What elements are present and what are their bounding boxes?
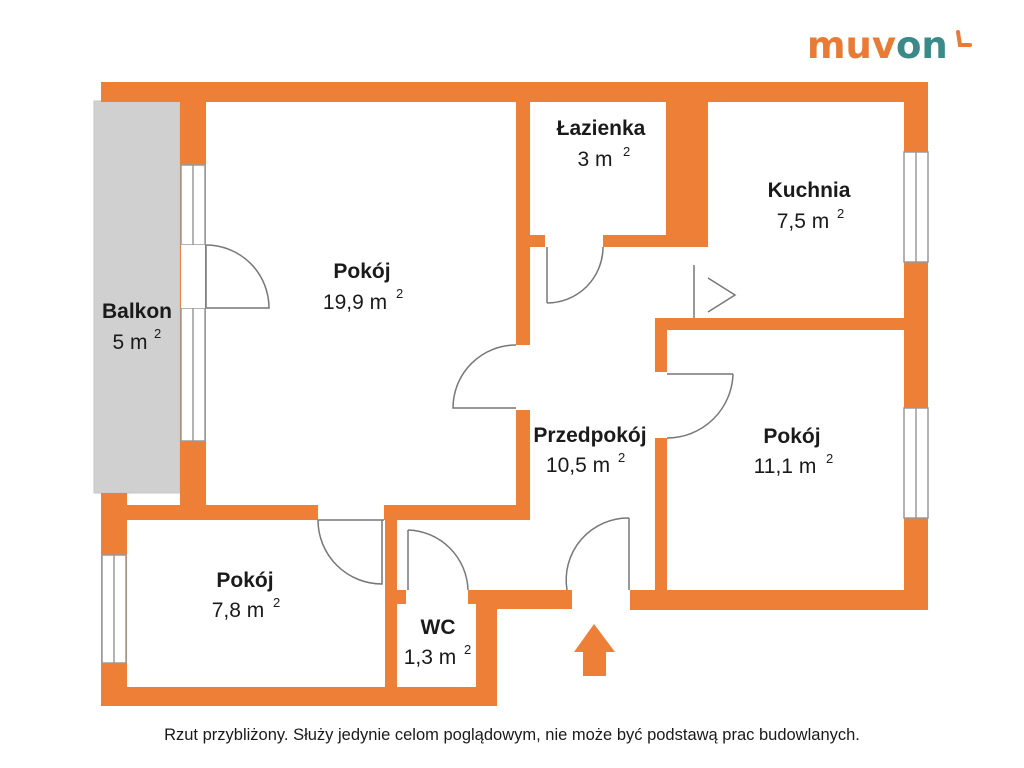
room-area: 1,3 m [404, 646, 457, 669]
logo-accent-icon [956, 30, 972, 47]
door-lazienka [545, 235, 604, 304]
wall-entry-left [476, 590, 572, 609]
room-name: WC [421, 616, 456, 639]
room-name: Pokój [216, 569, 273, 592]
room-name: Przedpokój [533, 424, 646, 447]
door-balcony [181, 244, 270, 309]
window-pokoj-large-top [180, 164, 206, 246]
disclaimer-text: Rzut przybliżony. Służy jedynie celom po… [164, 726, 860, 744]
room-area: 7,8 m [212, 599, 265, 622]
logo-wordmark: muvon [807, 24, 948, 67]
wall-top [101, 82, 927, 102]
wall-room-right-left [655, 318, 667, 610]
muvon-logo: muvon [807, 24, 972, 67]
room-area-sup: 2 [154, 326, 161, 341]
door-pokoj-small [317, 505, 384, 585]
room-area: 5 m [112, 331, 147, 354]
room-kuchnia-floor [708, 102, 904, 318]
room-pokoj-small-floor [127, 520, 385, 687]
room-label-pokoj-small: Pokój 7,8 m 2 [212, 569, 281, 622]
room-area-sup: 2 [837, 206, 844, 221]
room-lazienka-floor [530, 102, 666, 235]
room-area-sup: 2 [623, 144, 630, 159]
room-area: 11,1 m [754, 455, 817, 478]
wall-bottom-left [101, 687, 497, 706]
room-area: 7,5 m [777, 210, 830, 233]
arrow-up-icon [574, 624, 615, 676]
wall-room-bottom [101, 505, 528, 520]
room-area-sup: 2 [396, 286, 403, 301]
wall-room-right [516, 82, 530, 520]
room-area: 19,9 m [323, 291, 387, 314]
windows [101, 151, 929, 664]
room-label-balkon: Balkon 5 m 2 [102, 300, 172, 354]
room-interiors [127, 102, 904, 687]
window-pokoj-small [101, 554, 127, 664]
room-label-kuchnia: Kuchnia 7,5 m 2 [768, 179, 851, 233]
door-pokoj-large [452, 344, 530, 410]
entrance-opening [572, 590, 630, 610]
wall-bottom-right [630, 590, 928, 610]
wall-bath-bottom [516, 235, 708, 247]
window-pokoj-large-bottom [180, 307, 206, 442]
room-area: 10,5 m [546, 454, 610, 477]
room-label-lazienka: Łazienka 3 m 2 [557, 117, 646, 171]
door-kuchnia [693, 247, 737, 318]
room-name: Kuchnia [768, 179, 851, 202]
doors [181, 235, 737, 604]
balcony-area [93, 100, 181, 494]
wall-corner [896, 82, 928, 102]
room-wc-floor [397, 604, 476, 687]
room-area-sup: 2 [464, 642, 471, 657]
wall-wc-right [476, 590, 497, 706]
walls [101, 82, 928, 706]
room-area: 3 m [577, 148, 612, 171]
door-entrance [565, 517, 630, 591]
room-label-pokoj-right: Pokój 11,1 m 2 [754, 425, 834, 478]
door-pokoj-right [655, 372, 734, 439]
window-pokoj-right [903, 407, 929, 519]
room-name: Łazienka [557, 117, 646, 140]
room-label-wc: WC 1,3 m 2 [404, 616, 472, 669]
wall-bath-right [666, 82, 708, 247]
wall-wc-left [385, 520, 397, 706]
room-name: Balkon [102, 300, 172, 323]
room-label-pokoj-large: Pokój 19,9 m 2 [323, 260, 403, 314]
door-wc [406, 529, 469, 604]
room-przedpokoj-floor [530, 247, 655, 590]
room-area-sup: 2 [826, 451, 833, 466]
room-area-sup: 2 [273, 595, 280, 610]
wall-kitchen-bottom [655, 318, 928, 330]
window-kuchnia [903, 151, 929, 263]
room-name: Pokój [763, 425, 820, 448]
room-label-przedpokoj: Przedpokój 10,5 m 2 [533, 424, 646, 477]
room-pokoj-large-floor [206, 102, 516, 505]
room-name: Pokój [333, 260, 390, 283]
room-area-sup: 2 [618, 450, 625, 465]
